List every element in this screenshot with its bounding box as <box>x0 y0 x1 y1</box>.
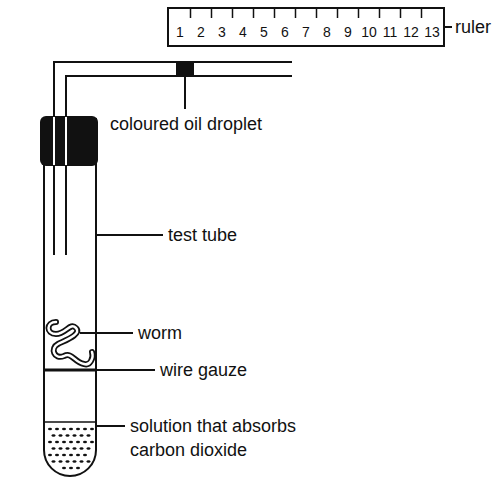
ruler-tick <box>190 9 192 18</box>
solution-dot <box>73 447 77 449</box>
solution-dot <box>90 441 94 443</box>
ruler-number: 12 <box>401 24 421 40</box>
part-label: worm <box>138 321 182 345</box>
part-label: ruler <box>455 15 491 39</box>
ruler-number: 11 <box>380 24 400 40</box>
ruler-number: 13 <box>422 24 442 40</box>
tube-in-bung <box>53 117 55 165</box>
solution-dot <box>55 441 59 443</box>
solution-dot <box>62 467 66 469</box>
solution-dot <box>76 428 80 430</box>
worm <box>49 322 93 364</box>
ruler-tick <box>400 9 402 18</box>
ruler-tick <box>337 9 339 18</box>
solution-dot <box>48 428 52 430</box>
leader-line <box>80 332 133 334</box>
oil-droplet <box>176 62 194 76</box>
glass-tube-inner <box>66 76 292 255</box>
solution-dot <box>66 434 70 436</box>
tube-in-bung <box>65 117 67 165</box>
solution-dot <box>76 441 80 443</box>
leader-line <box>184 76 186 109</box>
leader-line <box>97 425 125 427</box>
solution-dot <box>55 428 59 430</box>
solution-dot <box>80 447 84 449</box>
part-label: coloured oil droplet <box>110 112 262 136</box>
ruler-ticks <box>191 9 422 18</box>
solution-dot <box>73 460 77 462</box>
solution-dot <box>87 434 91 436</box>
ruler-number: 7 <box>296 24 316 40</box>
test-tube <box>44 118 96 476</box>
solution-dot <box>52 434 56 436</box>
leader-line <box>96 369 155 371</box>
solution-dot <box>59 460 63 462</box>
ruler-tick <box>274 9 276 18</box>
solution-dot <box>69 467 73 469</box>
solution-surface <box>44 421 96 423</box>
solution-dot <box>62 428 66 430</box>
ruler-tick <box>232 9 234 18</box>
solution-dot <box>59 447 63 449</box>
ruler-tick <box>211 9 213 18</box>
ruler-number: 4 <box>233 24 253 40</box>
solution-dot <box>62 454 66 456</box>
solution-dot <box>55 454 59 456</box>
solution-dot <box>80 460 84 462</box>
ruler-tick <box>295 9 297 18</box>
ruler-number: 6 <box>275 24 295 40</box>
solution-dot <box>69 454 73 456</box>
solution-dot <box>80 434 84 436</box>
ruler-number: 9 <box>338 24 358 40</box>
ruler-number: 10 <box>359 24 379 40</box>
solution-dot <box>52 447 56 449</box>
solution-dot <box>69 441 73 443</box>
solution-dot <box>87 447 91 449</box>
part-label: wire gauze <box>160 358 247 382</box>
solution-dot <box>59 434 63 436</box>
ruler-tick <box>253 9 255 18</box>
solution-dot <box>73 434 77 436</box>
solution-dot <box>76 454 80 456</box>
solution-dot <box>87 460 91 462</box>
worm-body <box>49 322 93 364</box>
solution-dot <box>66 460 70 462</box>
solution-dot <box>48 454 52 456</box>
ruler-tick <box>379 9 381 18</box>
leader-line <box>444 26 452 28</box>
solution-dot <box>48 441 52 443</box>
part-label: test tube <box>168 223 237 247</box>
ruler-number: 2 <box>191 24 211 40</box>
leader-line <box>97 234 163 236</box>
solution-dot <box>76 467 80 469</box>
solution-dot <box>66 447 70 449</box>
wire-gauze <box>44 369 96 372</box>
solution-dot <box>83 454 87 456</box>
ruler-number: 8 <box>317 24 337 40</box>
solution-dots <box>48 428 94 469</box>
ruler-number: 3 <box>212 24 232 40</box>
solution-dot <box>69 428 73 430</box>
part-label: solution that absorbs carbon dioxide <box>130 414 325 462</box>
ruler-tick <box>358 9 360 18</box>
solution-dot <box>83 428 87 430</box>
rubber-bung <box>40 116 98 166</box>
ruler-number: 1 <box>170 24 190 40</box>
solution-dot <box>52 460 56 462</box>
solution-dot <box>62 441 66 443</box>
solution-dot <box>90 428 94 430</box>
ruler-number: 5 <box>254 24 274 40</box>
ruler-tick <box>316 9 318 18</box>
ruler-tick <box>421 9 423 18</box>
ruler-body <box>168 8 444 46</box>
solution-dot <box>83 441 87 443</box>
